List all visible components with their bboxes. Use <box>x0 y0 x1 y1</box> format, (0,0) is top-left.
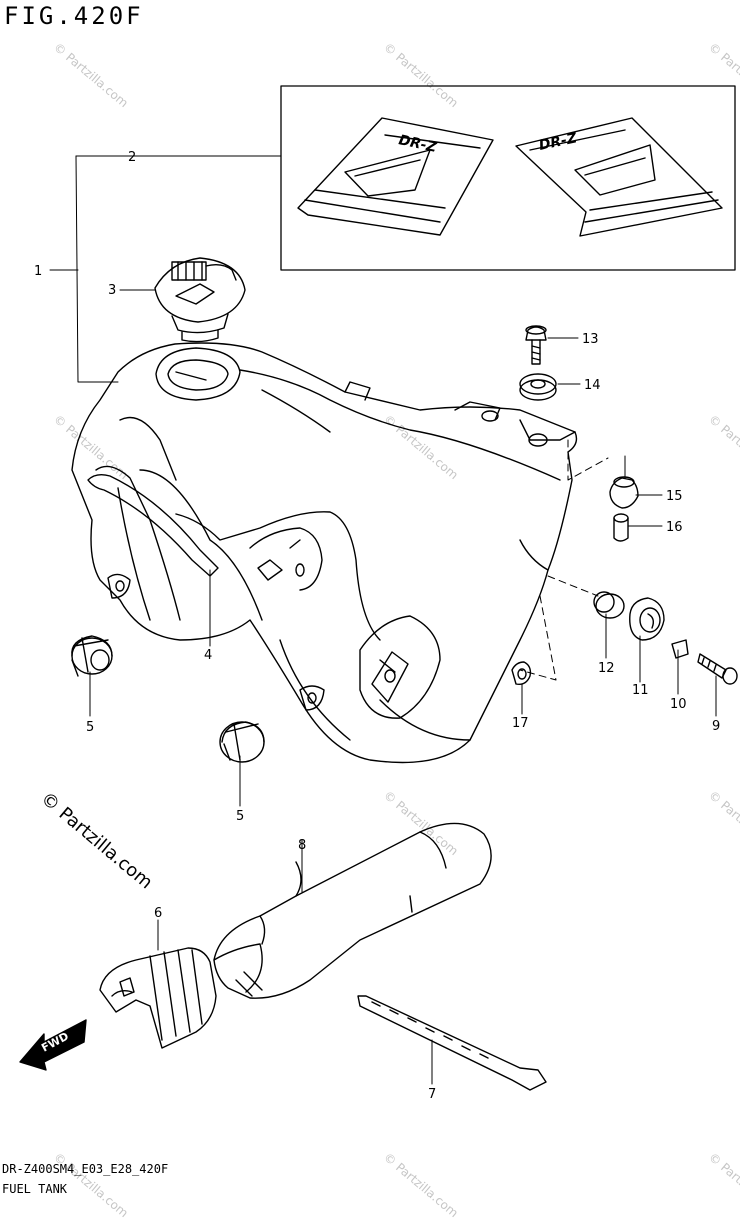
callout-5: 5 <box>86 720 94 735</box>
callout-17: 17 <box>512 716 529 731</box>
callout-3: 3 <box>108 283 116 298</box>
fuel-tank <box>71 342 578 764</box>
callout-6: 6 <box>154 906 162 921</box>
heat-shield-tube <box>213 822 492 999</box>
washer-10 <box>671 639 689 659</box>
bolt-9 <box>697 653 738 685</box>
model-code: DR-Z400SM4_E03_E28_420F <box>2 1162 169 1176</box>
cushion-11 <box>629 597 665 641</box>
callout-1: 1 <box>34 264 42 279</box>
breather-hose <box>87 473 219 577</box>
callout-5: 5 <box>236 809 244 824</box>
callout-13: 13 <box>582 332 599 347</box>
leader-lines <box>49 155 717 1085</box>
decal-lettering-right: DR-Z <box>538 130 580 154</box>
protector-6 <box>99 947 217 1049</box>
callout-2: 2 <box>128 150 136 165</box>
grommet-14 <box>519 373 557 401</box>
callout-8: 8 <box>298 838 306 853</box>
grommet-lower-left <box>71 635 113 677</box>
callout-14: 14 <box>584 378 601 393</box>
cable-tie-7 <box>357 995 547 1091</box>
callout-11: 11 <box>632 683 649 698</box>
callout-10: 10 <box>670 697 687 712</box>
forward-arrow-icon <box>19 1019 87 1071</box>
cushion-15 <box>609 476 639 509</box>
callout-15: 15 <box>666 489 683 504</box>
callout-7: 7 <box>428 1087 436 1102</box>
nut-17 <box>511 661 532 686</box>
decal-set <box>280 85 736 271</box>
bolt-13 <box>525 325 547 365</box>
grommet-lower-center <box>219 721 265 763</box>
cushion-12 <box>593 591 625 619</box>
figure-title: FIG.420F <box>4 2 144 30</box>
callout-9: 9 <box>712 719 720 734</box>
callout-labels: 2 1 3 4 5 5 6 7 8 9 10 11 12 13 14 15 16… <box>34 150 720 1102</box>
section-title: FUEL TANK <box>2 1182 68 1196</box>
callout-4: 4 <box>204 648 212 663</box>
decal-lettering-left: DR-Z <box>397 132 439 156</box>
callout-16: 16 <box>666 520 683 535</box>
callout-12: 12 <box>598 661 615 676</box>
collar-16 <box>613 513 629 542</box>
fuel-cap <box>154 257 246 343</box>
